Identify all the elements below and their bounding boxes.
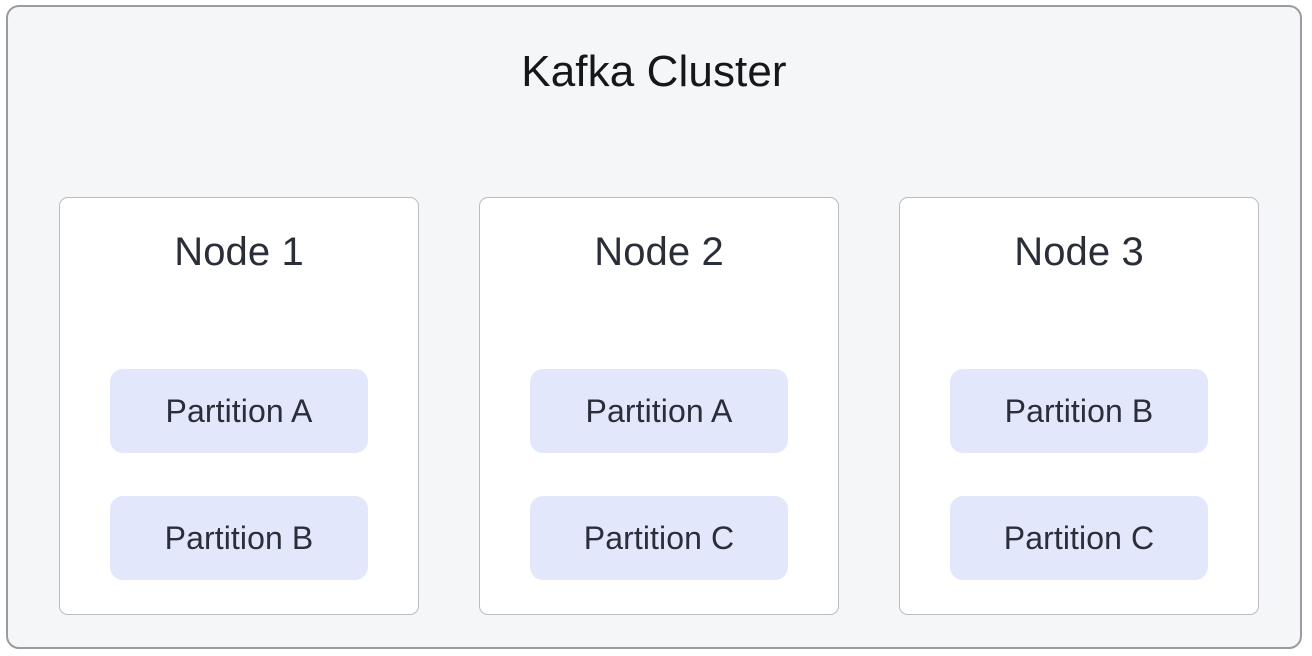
partition-pill[interactable]: Partition C <box>950 496 1208 580</box>
partition-list-3: Partition B Partition C <box>900 369 1258 580</box>
partition-pill[interactable]: Partition A <box>530 369 788 453</box>
node-card-1[interactable]: Node 1 Partition A Partition B <box>59 197 419 615</box>
node-card-2[interactable]: Node 2 Partition A Partition C <box>479 197 839 615</box>
partition-pill[interactable]: Partition B <box>950 369 1208 453</box>
node-title-1: Node 1 <box>174 230 304 274</box>
node-title-2: Node 2 <box>594 230 724 274</box>
partition-list-2: Partition A Partition C <box>480 369 838 580</box>
node-title-3: Node 3 <box>1014 230 1144 274</box>
node-card-3[interactable]: Node 3 Partition B Partition C <box>899 197 1259 615</box>
cluster-title: Kafka Cluster <box>521 47 787 96</box>
partition-pill[interactable]: Partition C <box>530 496 788 580</box>
node-list: Node 1 Partition A Partition B Node 2 Pa… <box>59 197 1259 615</box>
partition-pill[interactable]: Partition B <box>110 496 368 580</box>
partition-pill[interactable]: Partition A <box>110 369 368 453</box>
partition-list-1: Partition A Partition B <box>60 369 418 580</box>
kafka-cluster-container: Kafka Cluster Node 1 Partition A Partiti… <box>6 5 1302 649</box>
